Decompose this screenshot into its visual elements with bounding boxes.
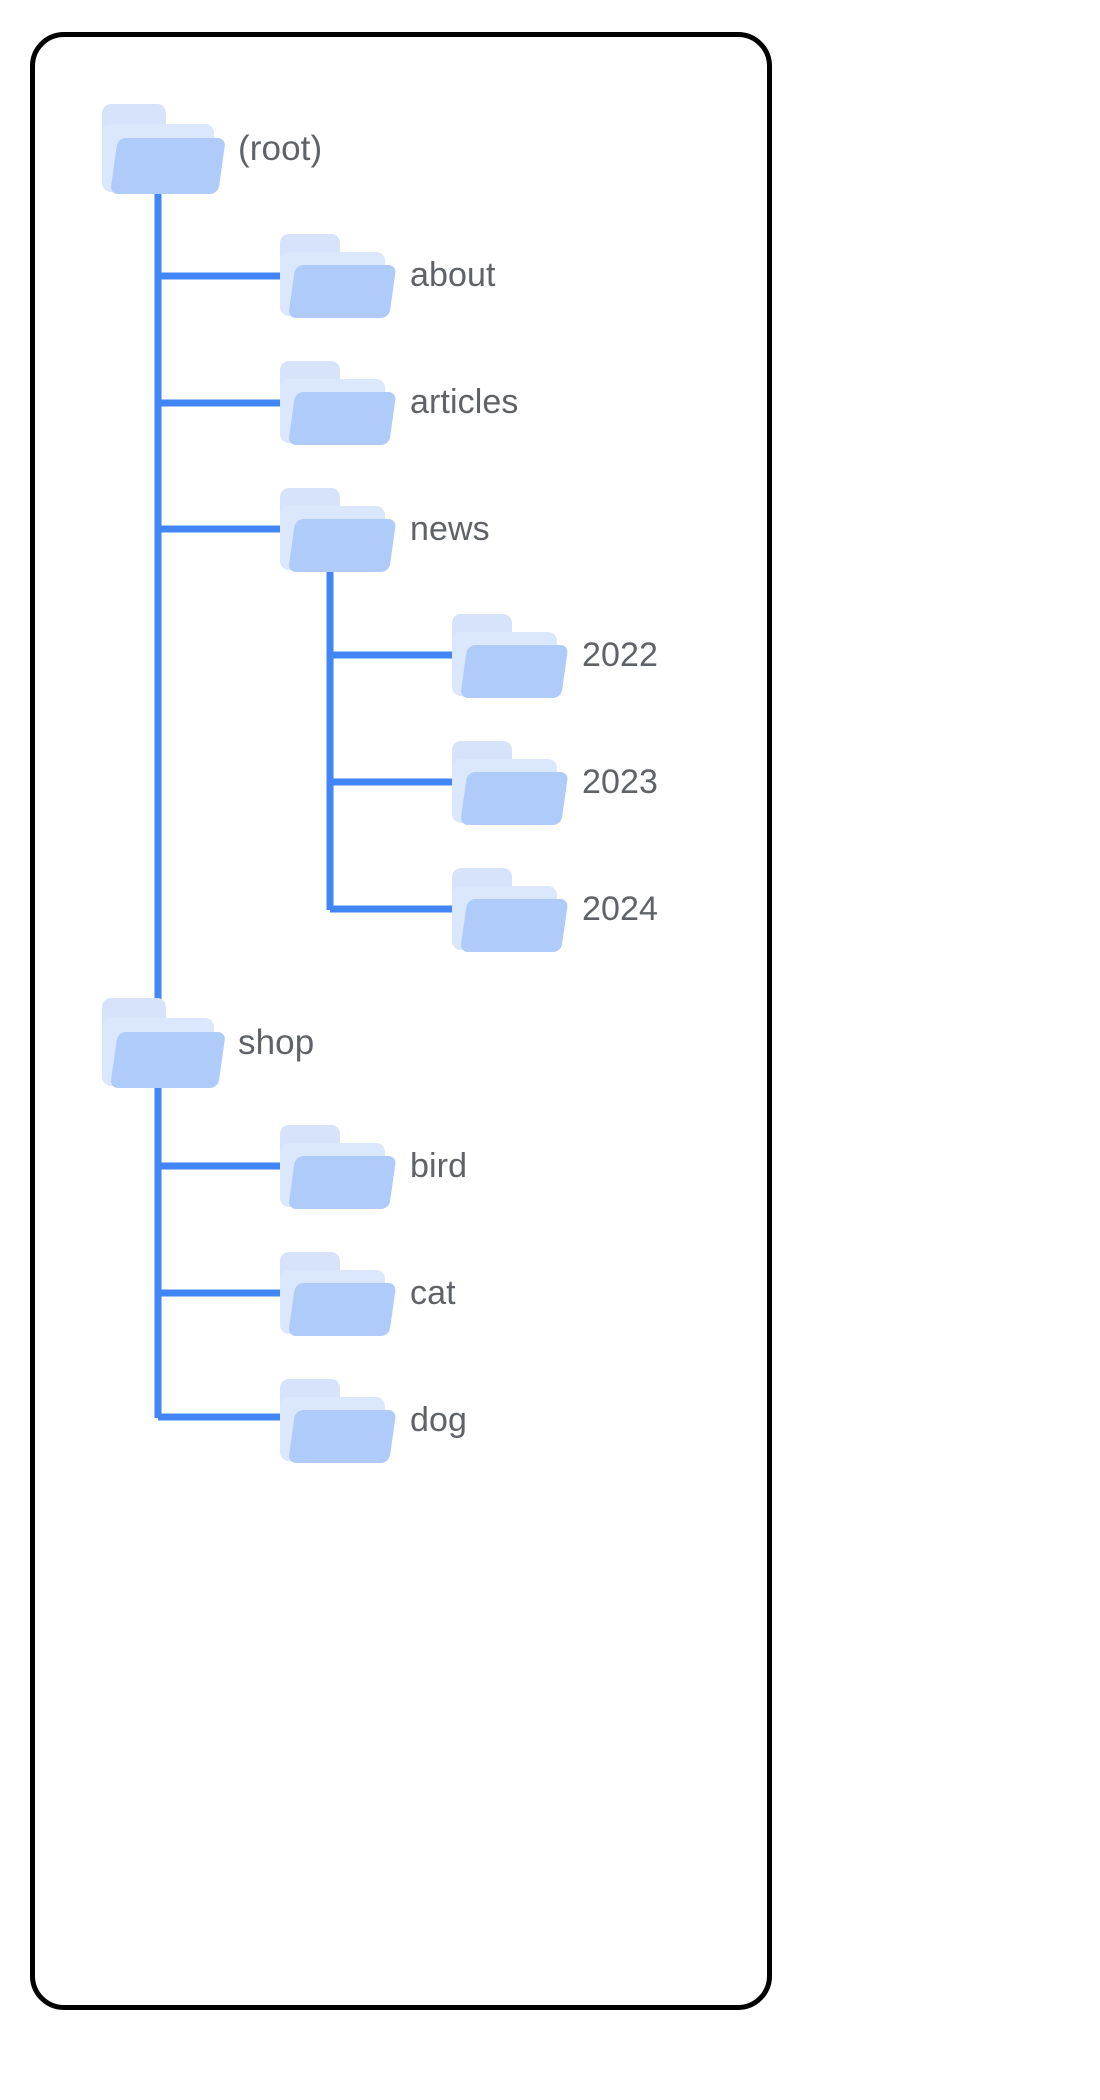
tree-node-label: (root) xyxy=(238,128,323,168)
tree-node-cat[interactable]: cat xyxy=(278,1250,456,1336)
folder-icon xyxy=(450,612,569,698)
tree-node-shop[interactable]: shop xyxy=(100,996,314,1088)
tree-node-news[interactable]: news xyxy=(278,486,490,572)
tree-node-about[interactable]: about xyxy=(278,232,496,318)
tree-node-bird[interactable]: bird xyxy=(278,1123,467,1209)
folder-icon xyxy=(100,102,226,194)
tree-node-label: articles xyxy=(410,383,519,421)
folder-icon xyxy=(278,359,397,445)
folder-icon xyxy=(278,1377,397,1463)
tree-node-label: cat xyxy=(410,1274,456,1312)
tree-node-label: shop xyxy=(238,1022,315,1062)
tree-node-2023[interactable]: 2023 xyxy=(450,739,658,825)
folder-icon xyxy=(278,1250,397,1336)
tree-node-label: news xyxy=(410,510,490,548)
tree-node-label: 2023 xyxy=(582,763,659,801)
tree-node-articles[interactable]: articles xyxy=(278,359,519,445)
folder-icon xyxy=(278,486,397,572)
tree-node-2024[interactable]: 2024 xyxy=(450,866,658,952)
folder-icon xyxy=(278,1123,397,1209)
folder-icon xyxy=(450,739,569,825)
folder-icon xyxy=(278,232,397,318)
tree-node-label: bird xyxy=(410,1147,468,1185)
folder-icon xyxy=(100,996,226,1088)
tree-node-root[interactable]: (root) xyxy=(100,102,322,194)
tree-node-label: about xyxy=(410,256,496,294)
tree-node-dog[interactable]: dog xyxy=(278,1377,467,1463)
tree-node-label: 2024 xyxy=(582,890,659,928)
tree-node-label: dog xyxy=(410,1401,468,1439)
tree-node-label: 2022 xyxy=(582,636,659,674)
folder-icon xyxy=(450,866,569,952)
tree-node-2022[interactable]: 2022 xyxy=(450,612,658,698)
